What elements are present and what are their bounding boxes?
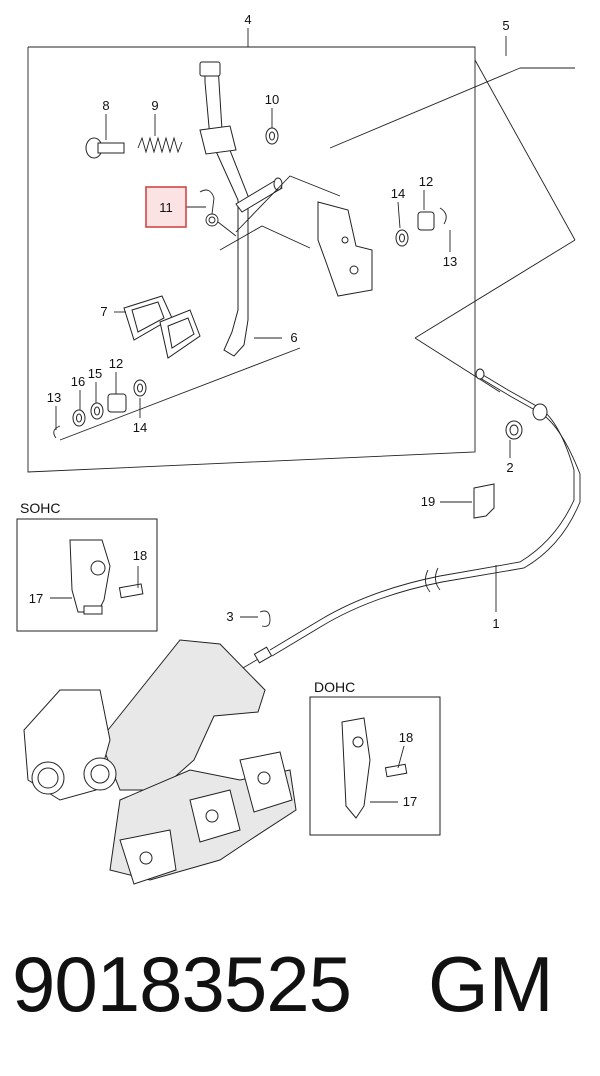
left-hardware [53,347,301,441]
clip-2 [505,420,523,440]
pivot-shaft [235,177,283,213]
callout-3: 3 [226,609,233,624]
callout-5: 5 [502,18,509,33]
callout-18a: 18 [133,548,147,563]
callout-9: 9 [151,98,158,113]
callout-7: 7 [100,304,107,319]
callout-14a: 14 [391,186,405,201]
highlight-box [145,186,187,228]
dohc-label: DOHC [314,679,355,695]
callout-14b: 14 [133,420,147,435]
callout-15: 15 [88,366,102,381]
return-spring-11 [199,189,237,237]
callout-13b: 13 [47,390,61,405]
callout-10: 10 [265,92,279,107]
intake-manifold [23,639,297,885]
spring-9 [137,136,183,154]
callout-4: 4 [244,12,251,27]
pedal-pad-7 [123,295,201,359]
callout-17b: 17 [403,794,417,809]
callout-12b: 12 [109,356,123,371]
pedal-arm [199,61,249,357]
callout-8: 8 [102,98,109,113]
callout-16: 16 [71,374,85,389]
callout-1: 1 [492,616,499,631]
callout-labels: 4 5 8 9 10 11 14 12 13 7 6 16 15 12 13 1… [20,12,514,809]
pedal-assembly-frame [27,46,576,473]
brand-name: GM [428,940,554,1028]
mounting-bracket [219,175,373,297]
part-number: 90183525 [12,940,352,1028]
clip-19 [473,483,495,519]
callout-11: 11 [159,200,173,215]
callout-18b: 18 [399,730,413,745]
clip-3 [259,610,271,627]
right-hardware [395,207,447,247]
sohc-label: SOHC [20,500,60,516]
bushing-10 [265,127,279,145]
callout-13a: 13 [443,254,457,269]
dohc-box [309,696,441,836]
bolt-8 [85,137,125,159]
sohc-box [16,518,158,632]
callout-19: 19 [421,494,435,509]
callout-2: 2 [506,460,513,475]
callout-17a: 17 [29,591,43,606]
callout-6: 6 [290,330,297,345]
callout-12a: 12 [419,174,433,189]
callout-leaders [50,36,511,803]
